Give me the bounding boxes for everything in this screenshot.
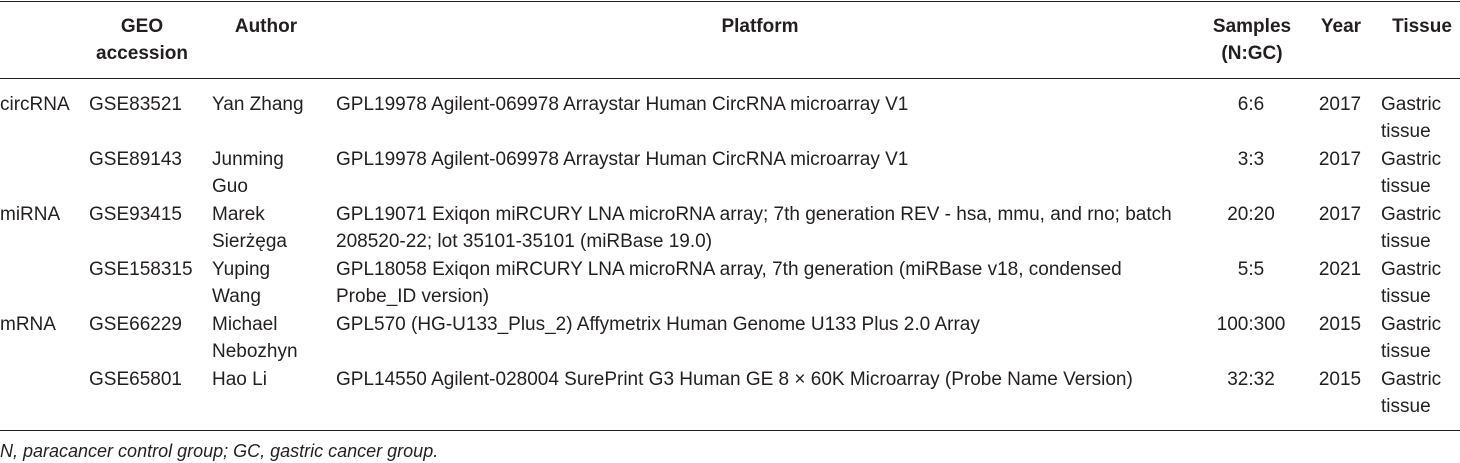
cell-geo-accession: GSE83521: [89, 94, 182, 115]
cell-year: 2017: [1318, 149, 1362, 170]
cell-type: mRNA: [0, 314, 56, 335]
header-platform: Platform: [721, 16, 799, 37]
cell-samples: 20:20: [1227, 204, 1275, 225]
table-footnote: N, paracancer control group; GC, gastric…: [0, 441, 439, 461]
cell-author: Yuping Wang: [212, 259, 271, 307]
cell-samples: 6:6: [1237, 94, 1265, 115]
cell-tissue: Gastric tissue: [1381, 314, 1442, 362]
cell-author: Hao Li: [212, 369, 267, 390]
header-samples: Samples (N:GC): [1212, 16, 1292, 64]
cell-geo-accession: GSE89143: [89, 149, 182, 170]
cell-platform: GPL19978 Agilent-069978 Arraystar Human …: [336, 94, 909, 115]
cell-tissue: Gastric tissue: [1381, 259, 1442, 307]
cell-samples: 3:3: [1237, 149, 1265, 170]
cell-samples: 32:32: [1227, 369, 1275, 390]
cell-author: Yan Zhang: [212, 94, 304, 115]
cell-platform: GPL19071 Exiqon miRCURY LNA microRNA arr…: [336, 204, 1172, 252]
header-year: Year: [1320, 16, 1362, 37]
cell-year: 2015: [1318, 369, 1362, 390]
cell-geo-accession: GSE66229: [89, 314, 182, 335]
cell-type: miRNA: [0, 204, 61, 225]
cell-tissue: Gastric tissue: [1381, 204, 1442, 252]
cell-year: 2017: [1318, 94, 1362, 115]
cell-samples: 100:300: [1216, 314, 1286, 335]
cell-platform: GPL18058 Exiqon miRCURY LNA microRNA arr…: [336, 259, 1122, 307]
cell-platform: GPL570 (HG-U133_Plus_2) Affymetrix Human…: [336, 314, 980, 335]
cell-author: Marek Sierżęga: [212, 204, 287, 252]
cell-year: 2017: [1318, 204, 1362, 225]
cell-geo-accession: GSE65801: [89, 369, 182, 390]
cell-tissue: Gastric tissue: [1381, 149, 1442, 197]
rule-bottom: [0, 430, 1460, 431]
cell-tissue: Gastric tissue: [1381, 369, 1442, 417]
cell-geo-accession: GSE158315: [89, 259, 193, 280]
cell-tissue: Gastric tissue: [1381, 94, 1442, 142]
cell-samples: 5:5: [1237, 259, 1265, 280]
rule-header-bottom: [0, 78, 1460, 79]
cell-year: 2015: [1318, 314, 1362, 335]
cell-author: Michael Nebozhyn: [212, 314, 298, 362]
header-geo-accession: GEO accession: [96, 16, 188, 64]
rule-top: [0, 1, 1460, 2]
cell-geo-accession: GSE93415: [89, 204, 182, 225]
header-tissue: Tissue: [1392, 16, 1452, 37]
cell-platform: GPL19978 Agilent-069978 Arraystar Human …: [336, 149, 909, 170]
cell-author: Junming Guo: [212, 149, 284, 197]
cell-platform: GPL14550 Agilent-028004 SurePrint G3 Hum…: [336, 369, 1133, 390]
cell-year: 2021: [1318, 259, 1362, 280]
header-author: Author: [234, 16, 298, 37]
cell-type: circRNA: [0, 94, 70, 115]
